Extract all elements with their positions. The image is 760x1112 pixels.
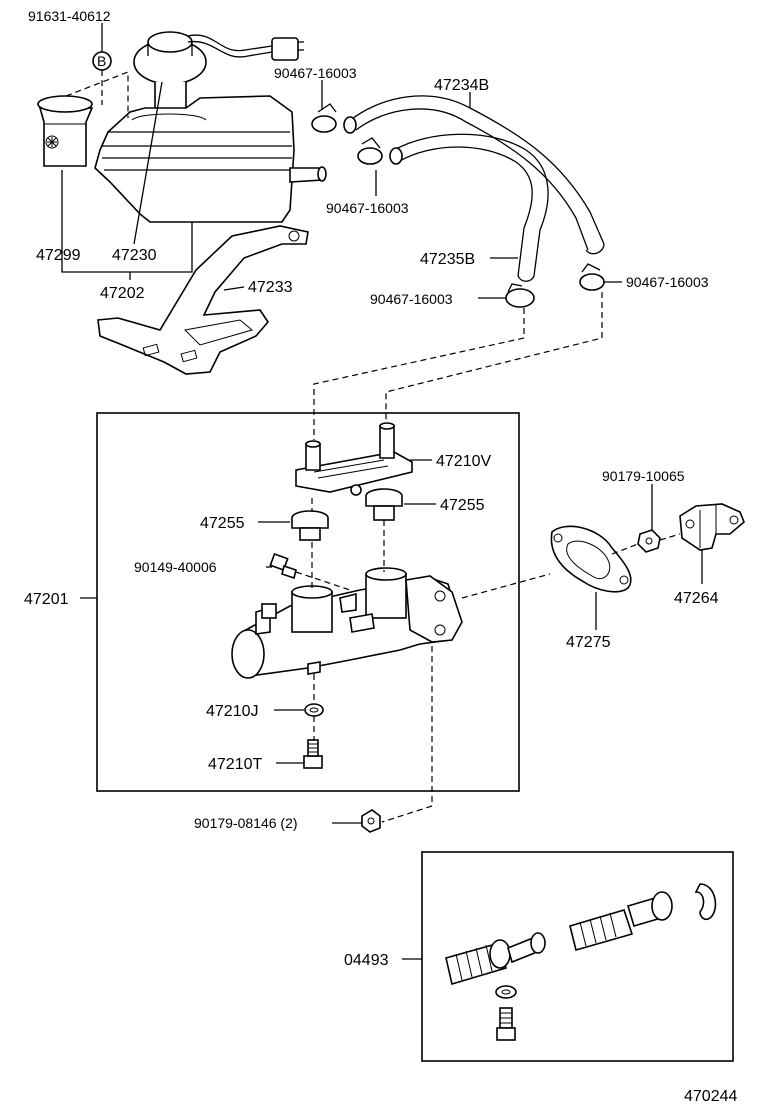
reservoir-grommet-right [365, 488, 403, 521]
hose-47235b [389, 133, 549, 282]
label-47230: 47230 [112, 247, 157, 264]
hose-clip-3 [505, 283, 535, 308]
label-90179-08146: 90179-08146 (2) [194, 815, 298, 831]
gasket-47275 [550, 525, 632, 593]
label-90149-40006: 90149-40006 [134, 559, 217, 575]
kit-spring-left [445, 932, 546, 986]
kit-snap-ring [694, 883, 717, 921]
kit-spring-right [569, 891, 673, 951]
label-47264: 47264 [674, 590, 719, 607]
reservoir-grommet-left [291, 510, 329, 541]
label-47275: 47275 [566, 634, 611, 651]
bracket-47264 [679, 503, 745, 551]
label-47233: 47233 [248, 279, 293, 296]
reservoir-bracket [97, 225, 309, 375]
hose-clip-4 [579, 263, 605, 291]
hose-47234b [343, 95, 605, 255]
label-90467-16003-c: 90467-16003 [370, 291, 453, 307]
callout-b-circle [92, 51, 112, 71]
label-47210v: 47210V [436, 453, 491, 470]
reservoir-tank [94, 95, 327, 223]
kit-washer [495, 985, 517, 999]
label-47202: 47202 [100, 285, 145, 302]
gasket-47210j [304, 703, 324, 717]
label-b: B [97, 53, 106, 69]
label-90467-16003-b: 90467-16003 [326, 200, 409, 216]
nut-90179-08146 [361, 809, 381, 833]
label-47210t: 47210T [208, 756, 262, 773]
hose-clip-1 [311, 103, 337, 133]
label-47299: 47299 [36, 247, 81, 264]
master-cylinder-body [231, 567, 463, 679]
label-90467-16003-d: 90467-16003 [626, 274, 709, 290]
bolt-90149 [269, 552, 297, 580]
label-47235b: 47235B [420, 251, 475, 268]
label-04493: 04493 [344, 952, 389, 969]
repair-kit-frame [421, 851, 734, 1062]
kit-screw [496, 1007, 516, 1041]
label-47255-left: 47255 [200, 515, 245, 532]
label-47210j: 47210J [206, 703, 259, 720]
union-bolt-47210t [303, 739, 323, 769]
label-47234b: 47234B [434, 77, 489, 94]
nut-90179-10065 [637, 529, 661, 553]
reservoir-cap-sensor [133, 31, 304, 116]
reservoir-strainer [37, 95, 94, 167]
label-90179-10065: 90179-10065 [602, 468, 685, 484]
hose-clip-2 [357, 137, 383, 165]
label-47201: 47201 [24, 591, 69, 608]
diagram-number: 470244 [684, 1088, 737, 1105]
reservoir-grommet-plate [295, 422, 413, 496]
label-91631-40612: 91631-40612 [28, 8, 111, 24]
label-90467-16003-a: 90467-16003 [274, 65, 357, 81]
label-47255-right: 47255 [440, 497, 485, 514]
master-cylinder-frame [96, 412, 520, 792]
